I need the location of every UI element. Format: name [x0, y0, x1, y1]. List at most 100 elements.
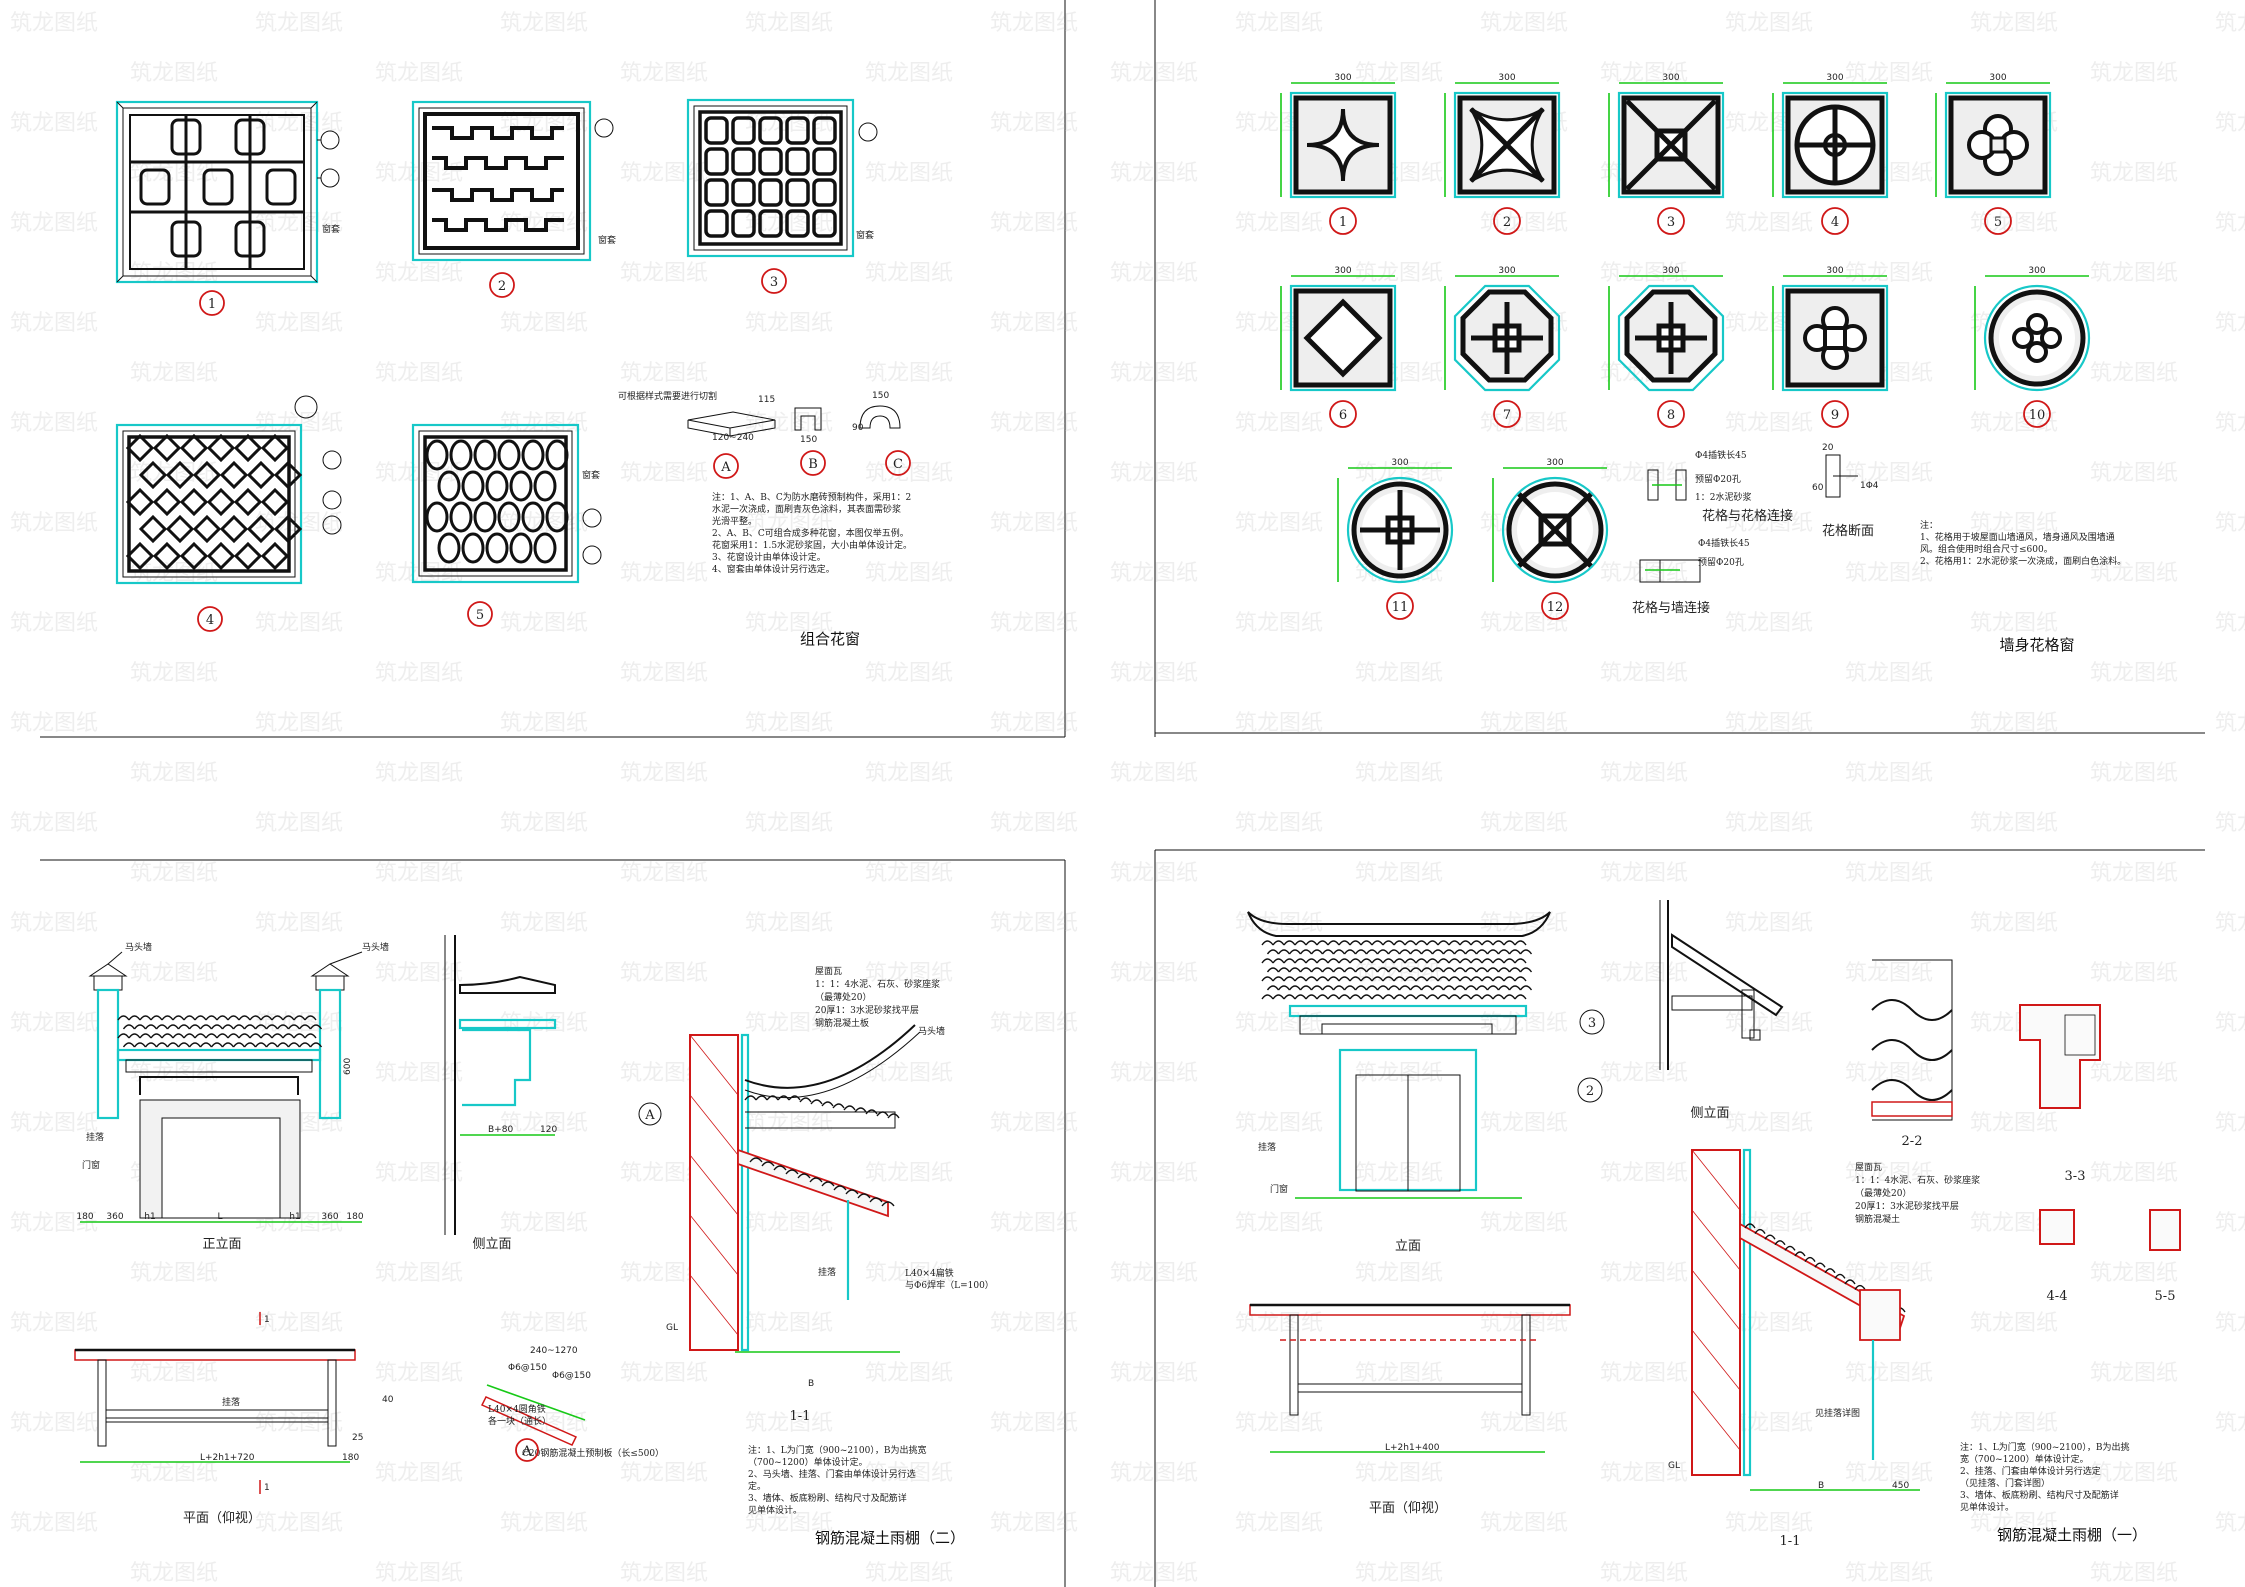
watermark: 筑龙图纸: [745, 1111, 833, 1136]
grille-label-1: 1: [1339, 215, 1347, 230]
watermark: 筑龙图纸: [375, 361, 463, 386]
side-elevation: B+80 120 侧立面: [444, 935, 557, 1252]
sec33-label: 3-3: [2065, 1169, 2086, 1184]
watermark: 筑龙图纸: [1970, 511, 2058, 536]
watermark: 筑龙图纸: [1480, 211, 1568, 236]
watermark: 筑龙图纸: [1355, 1061, 1443, 1086]
watermark: 筑龙图纸: [990, 211, 1078, 236]
layer-note-1: 1：1：4水泥、石灰、砂浆座浆: [815, 978, 940, 990]
watermark: 筑龙图纸: [255, 1311, 343, 1336]
watermark: 筑龙图纸: [2215, 311, 2245, 336]
watermark: 筑龙图纸: [2215, 111, 2245, 136]
watermark: 筑龙图纸: [2090, 161, 2178, 186]
watermark: 筑龙图纸: [1725, 211, 1813, 236]
watermark: 筑龙图纸: [990, 711, 1078, 736]
side-dim-120: 120: [540, 1125, 557, 1135]
watermark: 筑龙图纸: [1600, 961, 1688, 986]
component-label-a: A: [720, 460, 731, 475]
watermark: 筑龙图纸: [375, 1461, 463, 1486]
grille-1: 300 1: [1280, 73, 1397, 235]
note-line-6: 4、窗套由单体设计另行选定。: [712, 563, 835, 575]
note-line-1: （700~1200）单体设计定。: [748, 1456, 868, 1468]
watermark: 筑龙图纸: [1600, 1361, 1688, 1386]
window-label-3: 3: [770, 275, 778, 290]
watermark: 筑龙图纸: [10, 1411, 98, 1436]
watermark: 筑龙图纸: [1235, 1511, 1323, 1536]
watermark: 筑龙图纸: [620, 761, 708, 786]
watermark: 筑龙图纸: [1110, 1261, 1198, 1286]
sheet-top-right: 3001300230033004300530063007300830093001…: [1280, 73, 2126, 654]
note-line-2: 2、挂落、门套由单体设计另行选定: [1960, 1465, 2101, 1477]
combo-window-4: 4: [115, 395, 342, 632]
watermark: 筑龙图纸: [990, 311, 1078, 336]
watermark: 筑龙图纸: [10, 711, 98, 736]
front-dim-3: L: [217, 1212, 222, 1222]
watermark: 筑龙图纸: [1110, 1161, 1198, 1186]
watermark: 筑龙图纸: [1110, 961, 1198, 986]
watermark: 筑龙图纸: [10, 1211, 98, 1236]
watermark: 筑龙图纸: [375, 761, 463, 786]
grille-dim: 300: [1662, 73, 1679, 83]
watermark: 筑龙图纸: [500, 311, 588, 336]
component-dim-c2: 90: [852, 423, 864, 433]
callout-mahead-1: 马头墙: [125, 941, 152, 953]
note-line-3: 2、花格用1：2水泥砂浆一次浇成，面刷白色涂料。: [1920, 555, 2126, 567]
watermark: 筑龙图纸: [745, 11, 833, 36]
grille-dim: 300: [1498, 73, 1515, 83]
grille-dim: 300: [1334, 73, 1351, 83]
watermark: 筑龙图纸: [130, 61, 218, 86]
window-label-1: 1: [208, 297, 216, 312]
watermark: 筑龙图纸: [130, 1061, 218, 1086]
watermark: 筑龙图纸: [865, 1061, 953, 1086]
sec-br-gl: GL: [1668, 1461, 1680, 1471]
detail-a: 240~1270 Φ6@150 Φ6@150 L40×4圆角铁 各一块（通长） …: [480, 1346, 664, 1462]
watermark: 筑龙图纸: [1970, 1311, 2058, 1336]
notes-bottom-right: 注：1、L为门宽（900~2100），B为出挑宽（700~1200）单体设计定。…: [1960, 1441, 2129, 1513]
side-elevation-br: 侧立面: [1659, 900, 1784, 1121]
callout-flat-iron-2: 与Φ6焊牢（L=100）: [905, 1279, 994, 1291]
watermark: 筑龙图纸: [130, 1561, 218, 1586]
watermark: 筑龙图纸: [620, 61, 708, 86]
watermark: 筑龙图纸: [255, 1511, 343, 1536]
watermark: 筑龙图纸: [1235, 211, 1323, 236]
component-details: 可根据样式需要进行切割 120~240 115 150 150 90 A B C: [618, 390, 911, 479]
watermark: 筑龙图纸: [620, 561, 708, 586]
conn-label-1: Φ4插铁长45: [1695, 449, 1747, 461]
watermark: 筑龙图纸: [1845, 1461, 1933, 1486]
section-1-1-br: B 450 GL 见挂落详图 屋面瓦1：1：4水泥、石灰、砂浆座浆（最薄处20）…: [1668, 1148, 1980, 1549]
watermark: 筑龙图纸: [500, 1011, 588, 1036]
layer-note-2: （最薄处20）: [1855, 1187, 1911, 1199]
watermark: 筑龙图纸: [620, 261, 708, 286]
watermark: 筑龙图纸: [865, 161, 953, 186]
watermark: 筑龙图纸: [2090, 61, 2178, 86]
side-dim-b80: B+80: [488, 1125, 513, 1135]
conn-label-2: 预留Φ20孔: [1695, 473, 1741, 485]
watermark: 筑龙图纸: [990, 911, 1078, 936]
combo-window-3: 窗套 3: [686, 98, 878, 294]
component-label-c: C: [893, 457, 903, 472]
watermark: 筑龙图纸: [1845, 861, 1933, 886]
watermark: 筑龙图纸: [1845, 1261, 1933, 1286]
elevation-br: 挂落 门窗 3 2 立面: [1247, 911, 1605, 1254]
grille-dim: 300: [1391, 458, 1408, 468]
plan-width-dim: L+2h1+720: [200, 1453, 255, 1463]
title-bottom-right: 钢筋混凝土雨棚（一）: [1997, 1526, 2147, 1544]
watermark: 筑龙图纸: [865, 1261, 953, 1286]
watermark: 筑龙图纸: [375, 1261, 463, 1286]
watermark: 筑龙图纸: [500, 1111, 588, 1136]
watermark: 筑龙图纸: [10, 311, 98, 336]
watermark: 筑龙图纸: [1480, 611, 1568, 636]
grille-dim: 300: [1546, 458, 1563, 468]
watermark: 筑龙图纸: [1725, 411, 1813, 436]
watermark: 筑龙图纸: [500, 11, 588, 36]
watermark: 筑龙图纸: [130, 1461, 218, 1486]
conn-label-3: 1：2水泥砂浆: [1695, 491, 1751, 503]
grille-label-4: 4: [1831, 215, 1839, 230]
watermark: 筑龙图纸: [1970, 811, 2058, 836]
watermark: 筑龙图纸: [1845, 1561, 1933, 1586]
watermark: 筑龙图纸: [1845, 1161, 1933, 1186]
sheet-bottom-right: 挂落 门窗 3 2 立面 侧立面 2-2: [1247, 900, 2181, 1549]
